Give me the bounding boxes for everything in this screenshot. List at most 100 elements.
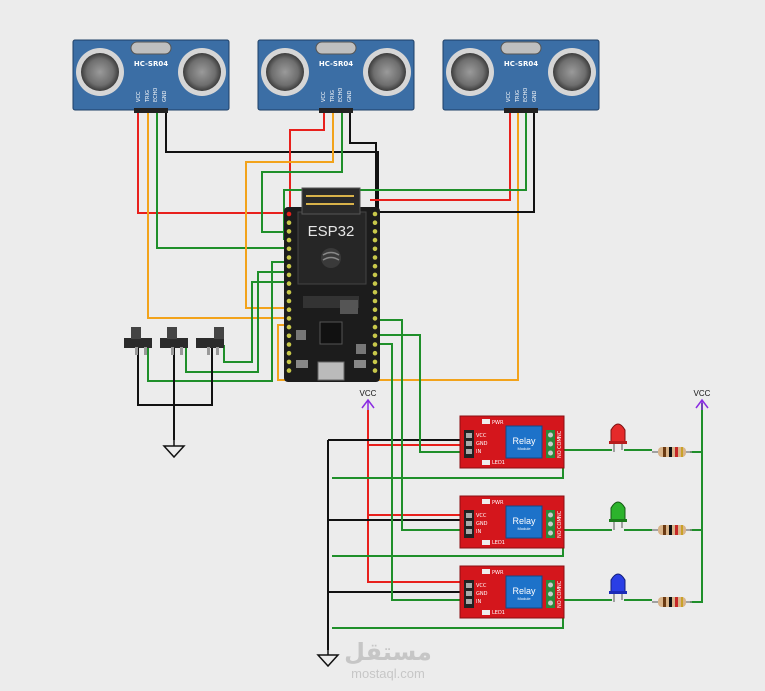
vcc-left: VCC — [360, 389, 377, 410]
sensor-2-pin-echo: ECHO — [338, 88, 344, 102]
vcc-left-label: VCC — [360, 389, 377, 398]
esp32-pin — [372, 307, 378, 313]
wire-sw2 — [185, 271, 290, 373]
wire-s3-gnd — [380, 113, 535, 213]
esp32-pin — [286, 246, 292, 252]
relay-1-term-no: NO — [557, 450, 563, 458]
relay-2-title: Relay — [512, 516, 536, 526]
esp32-pin — [286, 263, 292, 269]
relay-1-in: IN — [476, 449, 481, 455]
led-red — [609, 423, 627, 452]
sensor-2-model: HC-SR04 — [319, 60, 353, 68]
relay-2-term-nc: NC — [557, 510, 563, 518]
relay-2-led: LED1 — [492, 540, 505, 546]
sensor-1-model: HC-SR04 — [134, 60, 168, 68]
sensor-1-pin-vcc: VCC — [136, 91, 142, 102]
esp32-pin — [372, 359, 378, 365]
esp32-pin — [372, 255, 378, 260]
relay-3-led: LED1 — [492, 610, 505, 616]
resistor-1 — [652, 447, 692, 457]
wire-s2-echo — [261, 113, 343, 233]
esp32-pin — [372, 350, 378, 356]
esp32-pin — [286, 350, 292, 356]
watermark-latin: mostaql.com — [351, 666, 425, 681]
relay-1-term-com: COM — [557, 437, 563, 449]
esp32-pins-left — [286, 211, 292, 373]
sensor-1-pin-echo: ECHO — [153, 88, 159, 102]
ground-icon — [316, 650, 340, 668]
esp32-pin — [286, 229, 292, 234]
esp32-pin — [372, 229, 378, 234]
relay-3-term-no: NO — [557, 600, 563, 608]
ground-icon — [162, 440, 186, 459]
relay-1-subtitle: Module — [517, 446, 531, 451]
ultrasonic-sensor-1: HC-SR04 VCC TRIG ECHO GND — [72, 39, 230, 113]
vcc-right-label: VCC — [694, 389, 711, 398]
relay-2-pwr: PWR — [492, 500, 504, 506]
wire-sw1 — [147, 261, 290, 382]
slide-switch-3[interactable] — [196, 327, 224, 355]
relay-2-subtitle: Module — [517, 526, 531, 531]
wires — [137, 113, 703, 650]
relay-2-vcc: VCC — [476, 513, 487, 519]
sensor-3-pin-trig: TRIG — [515, 90, 521, 103]
esp32-pin — [286, 333, 292, 339]
wire-relay3-in — [375, 343, 462, 601]
wire-right-vcc — [690, 403, 703, 603]
relay-2-in: IN — [476, 529, 481, 535]
esp32-pin — [286, 324, 292, 330]
relay-1-term-nc: NC — [557, 430, 563, 438]
led-blue — [609, 573, 627, 602]
esp32-pin — [372, 263, 378, 269]
relay-3-title: Relay — [512, 586, 536, 596]
esp32-pin — [372, 368, 378, 373]
esp32-pin — [372, 237, 378, 243]
vcc-right: VCC — [694, 389, 711, 410]
esp32-pin — [286, 237, 292, 243]
resistor-3 — [652, 597, 692, 607]
relay-1-vcc: VCC — [476, 433, 487, 439]
relay-3-vcc: VCC — [476, 583, 487, 589]
led-green — [609, 501, 627, 530]
esp32-pin — [372, 333, 378, 339]
relay-3-in: IN — [476, 599, 481, 605]
esp32-pin — [286, 272, 292, 278]
relay-1-led: LED1 — [492, 460, 505, 466]
esp32-pin — [372, 290, 378, 295]
relay-1-title: Relay — [512, 436, 536, 446]
wire-s1-trig — [147, 113, 290, 319]
wire-s1-echo — [156, 113, 290, 249]
wire-s3-vcc — [370, 113, 511, 201]
esp32-pin — [286, 368, 292, 373]
sensor-3-pin-vcc: VCC — [506, 91, 512, 102]
relay-3-subtitle: Module — [517, 596, 531, 601]
sensor-1-pin-gnd: GND — [162, 90, 168, 102]
wire-led-res — [624, 449, 652, 601]
esp32-pin — [372, 342, 378, 347]
wire-s2-gnd — [349, 113, 377, 208]
esp32-pin — [372, 298, 378, 304]
slide-switch-2[interactable] — [160, 327, 188, 355]
esp32-pin — [372, 281, 378, 286]
relay-module-2: PWR VCC GND IN LED1 Relay Module NC COM … — [459, 495, 565, 549]
wire-s2-trig — [245, 113, 334, 309]
ultrasonic-sensor-3: HC-SR04 VCC TRIG ECHO GND — [442, 39, 600, 113]
slide-switch-1[interactable] — [124, 327, 152, 355]
sensor-3-model: HC-SR04 — [504, 60, 538, 68]
relay-2-gnd: GND — [476, 521, 488, 527]
watermark: مستقل mostaql.com — [344, 638, 432, 681]
esp32-pin — [286, 211, 292, 217]
esp32-pin — [372, 211, 378, 217]
esp32-pin — [372, 220, 378, 225]
wire-gnd-relays — [327, 439, 462, 650]
esp32-pin — [372, 272, 378, 278]
esp32-pin — [286, 255, 292, 260]
esp32-pins-right — [372, 211, 378, 373]
relay-3-term-nc: NC — [557, 580, 563, 588]
esp32-pin — [286, 290, 292, 295]
esp32-pin — [286, 281, 292, 286]
wire-sw-gnd — [137, 345, 213, 440]
sensor-1-pin-trig: TRIG — [145, 90, 151, 103]
resistor-2 — [652, 525, 692, 535]
